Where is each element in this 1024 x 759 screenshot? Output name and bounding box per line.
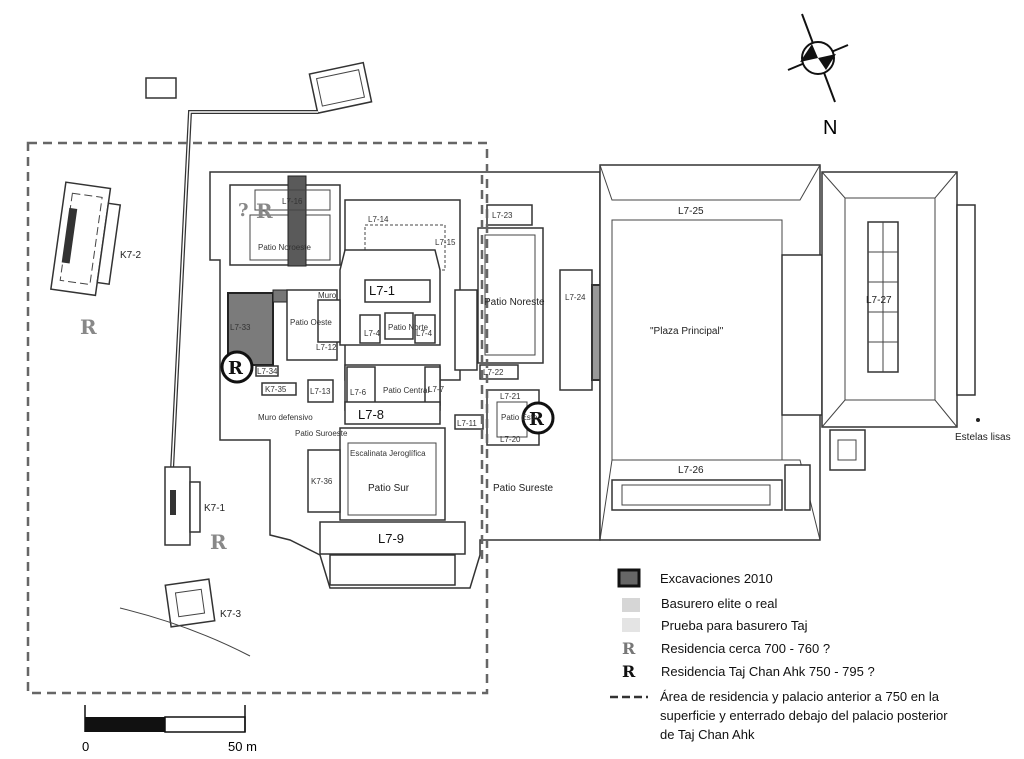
residence-marker-early: R: [80, 315, 97, 339]
l7-27-block: [821, 171, 976, 428]
l7-13-label: L7-13: [310, 387, 331, 396]
patio-este-label: Patio Este: [501, 413, 538, 422]
l7-20-label: L7-20: [500, 435, 521, 444]
patio-suroeste-label: Patio Suroeste: [295, 429, 348, 438]
legend-label: Residencia Taj Chan Ahk 750 - 795 ?: [661, 664, 875, 679]
terrain-line: [119, 607, 251, 657]
k7-36-label: K7-36: [311, 477, 333, 486]
patio-noroeste-label: Patio Noroeste: [258, 243, 311, 252]
l7-8-label: L7-8: [358, 407, 384, 422]
legend-label: Excavaciones 2010: [660, 571, 773, 586]
legend-label: Prueba para basurero Taj: [661, 618, 808, 633]
patio-noreste-label: Patio Noreste: [484, 297, 545, 308]
legend-swatch-excavation: [617, 568, 641, 588]
early-palace-boundary: [26, 141, 489, 695]
l7-4-label: L7-4: [364, 329, 381, 338]
l7-27-label: L7-27: [866, 295, 892, 306]
muro-label: Muro: [318, 291, 337, 300]
patio-oeste-label: Patio Oeste: [290, 318, 332, 327]
muro-defensivo-label: Muro defensivo: [258, 413, 313, 422]
l7-21-label: L7-21: [500, 392, 521, 401]
l7-34-label: L7-34: [257, 367, 278, 376]
l7-22-label: L7-22: [483, 368, 504, 377]
scale-bar: 0 50 m: [82, 705, 257, 754]
residence-marker-early: R: [256, 199, 273, 223]
excavation-2010: [287, 175, 307, 267]
l7-12-label: L7-12: [316, 343, 337, 352]
question-marker: ?: [238, 200, 249, 221]
plaza-principal-block: [599, 164, 866, 541]
legend-symbol-r-early: R: [622, 639, 636, 658]
escalinata-label: Escalinata Jeroglífica: [350, 449, 426, 458]
l7-15-label: L7-15: [435, 238, 456, 247]
l7-4-label: L7-4: [416, 329, 433, 338]
legend-label: Basurero elite o real: [661, 596, 777, 611]
l7-6-label: L7-6: [350, 388, 367, 397]
l7-33-label: L7-33: [230, 323, 251, 332]
legend-label: superficie y enterrado debajo del palaci…: [660, 708, 948, 723]
patio-noroeste-block: [229, 184, 341, 266]
legend-swatch-prueba: [622, 618, 640, 632]
palace-platform: [209, 171, 613, 589]
residence-marker-taj: R: [529, 409, 545, 430]
estelas-lisas-label: Estelas lisas: [955, 432, 1011, 443]
l7-7-label: L7-7: [428, 385, 445, 394]
l7-26-label: L7-26: [678, 465, 704, 476]
compass-icon: [787, 13, 849, 103]
k7-35-label: K7-35: [265, 385, 287, 394]
residence-marker-taj: R: [228, 358, 244, 379]
patio-sur-label: Patio Sur: [368, 483, 410, 494]
k7-2-structure: [50, 181, 122, 297]
k7-1-structure: [164, 466, 201, 546]
legend-swatch-basurero: [622, 598, 640, 612]
residence-marker-early: R: [210, 530, 227, 554]
north-label: N: [823, 117, 837, 139]
legend-label: de Taj Chan Ahk: [660, 727, 755, 742]
l7-24-label: L7-24: [565, 293, 586, 302]
l7-9-label: L7-9: [378, 531, 404, 546]
scale-end-label: 50 m: [228, 739, 257, 754]
plaza-principal-label: "Plaza Principal": [650, 326, 724, 337]
patio-central-label: Patio Central: [383, 386, 429, 395]
l7-11-label: L7-11: [457, 419, 477, 428]
k7-2-label: K7-2: [120, 250, 142, 261]
legend-label: Área de residencia y palacio anterior a …: [660, 689, 940, 704]
patio-sureste-label: Patio Sureste: [493, 483, 553, 494]
l7-25-label: L7-25: [678, 206, 704, 217]
small-structure: [145, 77, 177, 99]
legend: Excavaciones 2010 Basurero elite o real …: [610, 568, 948, 742]
l7-23-label: L7-23: [492, 211, 513, 220]
k7-3-label: K7-3: [220, 609, 242, 620]
l7-14-label: L7-14: [368, 215, 389, 224]
legend-symbol-r-taj: R: [622, 662, 636, 681]
l7-16-label: L7-16: [282, 197, 303, 206]
legend-label: Residencia cerca 700 - 760 ?: [661, 641, 830, 656]
l7-1-label: L7-1: [369, 283, 395, 298]
stela-icon: [976, 418, 980, 422]
patio-norte-label: Patio Norte: [388, 323, 429, 332]
k7-3-structure: [164, 578, 216, 628]
north-structure: [308, 61, 373, 115]
k7-1-label: K7-1: [204, 503, 226, 514]
scale-start-label: 0: [82, 739, 89, 754]
